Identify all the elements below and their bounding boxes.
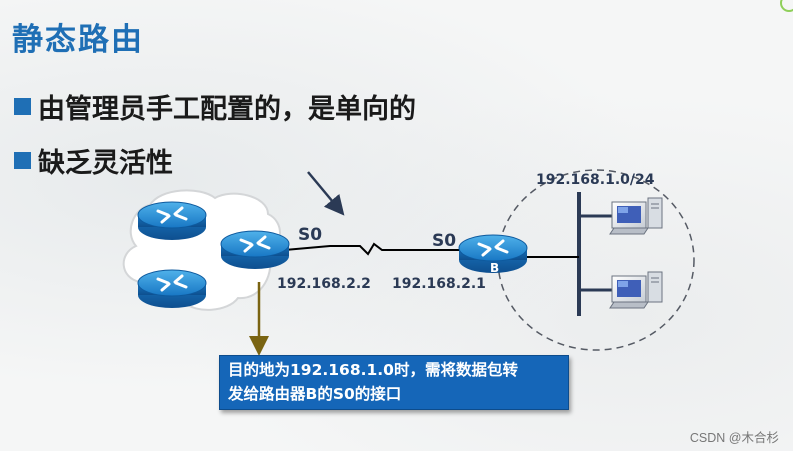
bullet-text: 由管理员手工配置的，是单向的 — [38, 94, 416, 125]
router-icon — [137, 201, 207, 240]
serial-link — [261, 242, 462, 256]
pc-icon — [609, 197, 663, 235]
router-icon — [220, 230, 290, 269]
bullet-square-icon — [14, 98, 31, 115]
callout-line: 目的地为192.168.1.0时，需将数据包转 — [228, 361, 518, 379]
network-label: 192.168.1.0/24 — [536, 172, 655, 188]
corner-decoration — [780, 0, 793, 12]
callout-line: 发给路由器B的S0的接口 — [228, 385, 402, 403]
router-b-icon — [458, 234, 528, 273]
pointer-arrow — [307, 171, 345, 216]
pc-icon — [609, 271, 663, 309]
router-icon — [137, 269, 207, 308]
slide-title: 静态路由 — [12, 22, 144, 58]
right-interface-label: S0 — [432, 231, 456, 251]
bullet-item: 缺乏灵活性 — [14, 141, 173, 180]
left-interface-label: S0 — [298, 225, 322, 245]
lan-boundary — [497, 169, 695, 351]
router-b-label: B — [490, 261, 499, 275]
bullet-text: 缺乏灵活性 — [38, 148, 173, 179]
watermark: CSDN @木合杉 — [689, 431, 779, 445]
bullet-square-icon — [14, 152, 31, 169]
bullet-item: 由管理员手工配置的，是单向的 — [14, 87, 416, 126]
right-ip-label: 192.168.2.1 — [392, 276, 486, 292]
left-ip-label: 192.168.2.2 — [277, 276, 371, 292]
callout-box: 目的地为192.168.1.0时，需将数据包转 发给路由器B的S0的接口 — [219, 355, 569, 410]
